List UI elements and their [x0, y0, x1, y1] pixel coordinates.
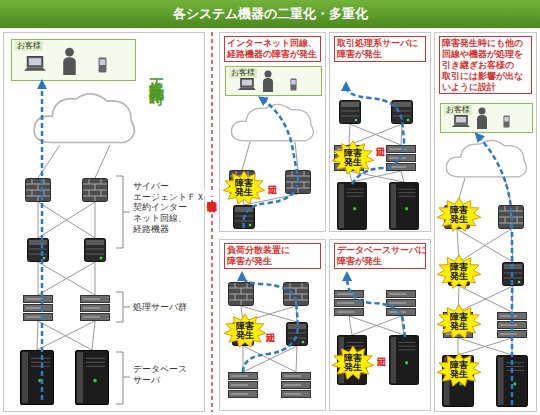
failure-burst: 障害 発生 — [437, 255, 481, 289]
scenario-panel: 障害発生時にも他の 回線や機器が処理を 引き継ぎお客様の 取引には影響が出な い… — [434, 32, 537, 412]
client-box: お客様 — [11, 39, 136, 81]
burst-shape — [332, 346, 374, 379]
laptop-icon — [452, 115, 470, 127]
cloud — [34, 94, 134, 143]
client-label: お客様 — [444, 105, 472, 115]
firewall — [229, 283, 254, 306]
firewall — [83, 179, 108, 202]
title-bar: 各システム機器の二重化・多重化 — [0, 0, 540, 28]
processing-server — [24, 296, 53, 321]
failure-burst: 障害 発生 — [224, 314, 266, 348]
laptop-icon — [238, 78, 256, 90]
status-heading: 正常動作時 — [147, 67, 166, 82]
phone-icon — [503, 115, 509, 127]
processing-server — [498, 313, 527, 338]
database-server — [496, 355, 527, 406]
flow-arrow — [242, 276, 298, 372]
load-balancer — [28, 239, 49, 262]
processing-server — [387, 146, 416, 171]
burst-text: 障害 発生 — [437, 255, 481, 289]
burst-text: 障害 発生 — [437, 353, 481, 387]
processing-server — [81, 296, 110, 321]
burst-text: 障害 発生 — [437, 305, 481, 339]
client-label: お客様 — [15, 41, 43, 51]
burst-shape — [437, 305, 481, 338]
failure-burst: 障害 発生 — [437, 353, 481, 387]
phone-icon — [99, 58, 107, 73]
panel-heading: インターネット回線、 経路機器の障害が発生 — [224, 36, 321, 62]
network-links — [349, 316, 404, 335]
client-box: お客様 — [440, 103, 533, 133]
failure-burst: 障害 発生 — [332, 346, 374, 380]
cloud — [446, 140, 526, 176]
scenario-panel: インターネット回線、 経路機器の障害が発生お客様障害 発生 — [219, 32, 326, 232]
load-balancer — [503, 263, 524, 286]
flow-arrow — [244, 99, 299, 228]
load-balancer — [392, 101, 413, 124]
database-server — [337, 182, 366, 229]
flow-arrow — [346, 86, 404, 184]
firewall — [26, 179, 51, 202]
load-balancer — [234, 206, 255, 229]
device-group-label: サイバー エージェントＦＸ 契約インター ネット回線、 経路機器 — [133, 181, 205, 234]
panel-heading: 取引処理系サーバに 障害が発生 — [334, 36, 426, 62]
load-balancer — [287, 323, 308, 346]
failure-burst: 障害 発生 — [332, 141, 374, 175]
burst-shape — [437, 353, 481, 386]
load-balancer — [340, 101, 361, 124]
client-label: お客様 — [229, 68, 257, 78]
burst-text: 障害 発生 — [223, 171, 265, 205]
laptop-icon — [24, 57, 46, 71]
scenario-panel: データベースサーバに 障害が発生障害 発生 — [329, 239, 431, 411]
burst-text: 障害 発生 — [332, 346, 374, 380]
person-icon — [63, 48, 76, 75]
failure-marker: 障害発生 — [204, 190, 219, 196]
burst-shape — [332, 141, 374, 174]
failure-burst: 障害 発生 — [223, 171, 265, 205]
firewall — [499, 206, 524, 229]
person-icon — [263, 71, 273, 93]
processing-server — [387, 291, 416, 316]
processing-server — [335, 291, 364, 316]
device-group-label: 処理サーバ群 — [133, 302, 205, 313]
processing-server — [229, 373, 258, 398]
database-server — [389, 182, 418, 229]
database-server — [76, 351, 109, 405]
database-server — [21, 351, 54, 405]
flow-arrow — [347, 276, 405, 337]
burst-shape — [224, 314, 266, 347]
device-group-label: データベース サーバ — [133, 364, 197, 385]
processing-server — [282, 373, 311, 398]
failure-burst: 障害 発生 — [437, 305, 481, 339]
scenario-panel: 取引処理系サーバに 障害が発生障害 発生 — [329, 32, 431, 232]
burst-text: 障害 発生 — [437, 198, 481, 232]
panel-heading: データベースサーバに 障害が発生 — [334, 243, 426, 269]
diagram-title: 各システム機器の二重化・多重化 — [173, 5, 368, 23]
panel-heading: 負荷分散装置に 障害が発生 — [224, 243, 321, 269]
burst-shape — [437, 198, 481, 231]
firewall — [286, 171, 311, 194]
burst-shape — [223, 171, 265, 204]
divider-line — [211, 32, 213, 412]
failure-burst: 障害 発生 — [437, 198, 481, 232]
panel-heading: 障害発生時にも他の 回線や機器が処理を 引き継ぎお客様の 取引には影響が出な い… — [439, 36, 532, 94]
burst-shape — [437, 255, 481, 288]
flow-arrow — [41, 84, 44, 400]
phone-icon — [290, 78, 296, 90]
burst-text: 障害 発生 — [332, 141, 374, 175]
scenario-panel: 負荷分散装置に 障害が発生障害 発生 — [219, 239, 326, 411]
firewall — [284, 283, 309, 306]
database-server — [389, 335, 418, 384]
bracket — [116, 176, 130, 404]
flow-arrow — [478, 136, 512, 405]
client-box: お客様 — [225, 66, 322, 96]
cloud — [231, 104, 313, 140]
person-icon — [477, 108, 487, 130]
burst-text: 障害 発生 — [224, 314, 266, 348]
load-balancer — [85, 239, 106, 262]
